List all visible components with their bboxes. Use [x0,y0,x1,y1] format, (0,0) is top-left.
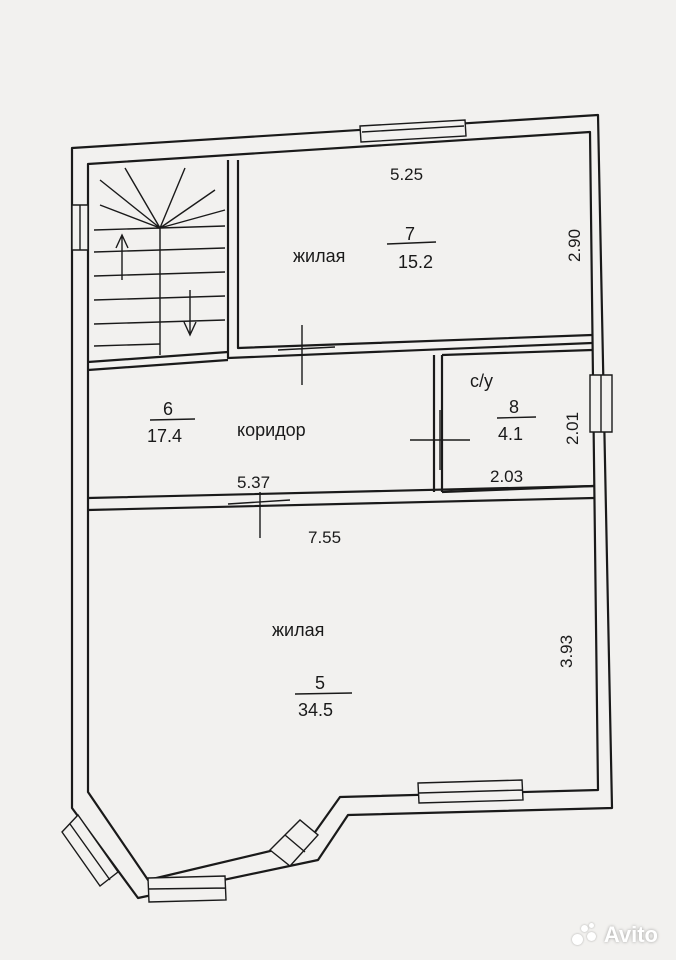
corridor-top-wall [87,350,229,372]
window-bay-3 [268,819,320,867]
room-6-area: 17.4 [147,426,182,446]
room-8-number: 8 [509,397,519,417]
stair-arrow-down [183,290,197,337]
room-8-fraction-line [496,416,537,419]
room-8-area: 4.1 [498,424,523,444]
room-8-dim-horizontal: 2.03 [490,467,523,486]
room-5-number: 5 [315,673,325,693]
room-5-area: 34.5 [298,700,333,720]
room-5-top-wall [87,484,595,512]
room-5-fraction-line [294,692,353,695]
room-6-dim-horizontal: 5.37 [237,473,270,492]
room-7-fraction-line [386,241,437,245]
corridor-partition [432,355,444,492]
staircase [93,167,226,355]
room-5-dim-vertical: 3.93 [557,635,576,668]
room-7-dim-horizontal: 5.25 [390,165,423,184]
avito-logo-icon [571,922,598,948]
outer-wall [70,113,614,900]
room-5-dim-horizontal: 7.55 [308,528,341,547]
avito-watermark: Avito [571,922,658,948]
room-7-number: 7 [405,224,415,244]
room-8-dim-vertical: 2.01 [563,412,582,445]
room-5-type-label: жилая [272,620,324,640]
room-8-type-label: с/у [470,371,493,391]
window-bottom-right [417,779,524,804]
room-7-walls [226,160,593,360]
room-7-area: 15.2 [398,252,433,272]
room-7-type-label: жилая [293,246,345,266]
window-top [359,119,467,143]
windows [61,119,613,903]
plan-walls [70,113,614,900]
room-6-fraction-line [149,418,196,421]
window-bay-2 [147,875,227,903]
room-6-type-label: коридор [237,420,306,440]
window-right [589,374,613,433]
inner-wall-outline [86,130,600,882]
stair-arrow-up [115,233,129,280]
avito-brand-text: Avito [603,922,658,947]
room-6-number: 6 [163,399,173,419]
room-7-dim-vertical: 2.90 [565,229,584,262]
doors [227,325,470,538]
window-left [71,204,89,251]
window-bay-1 [61,813,119,888]
